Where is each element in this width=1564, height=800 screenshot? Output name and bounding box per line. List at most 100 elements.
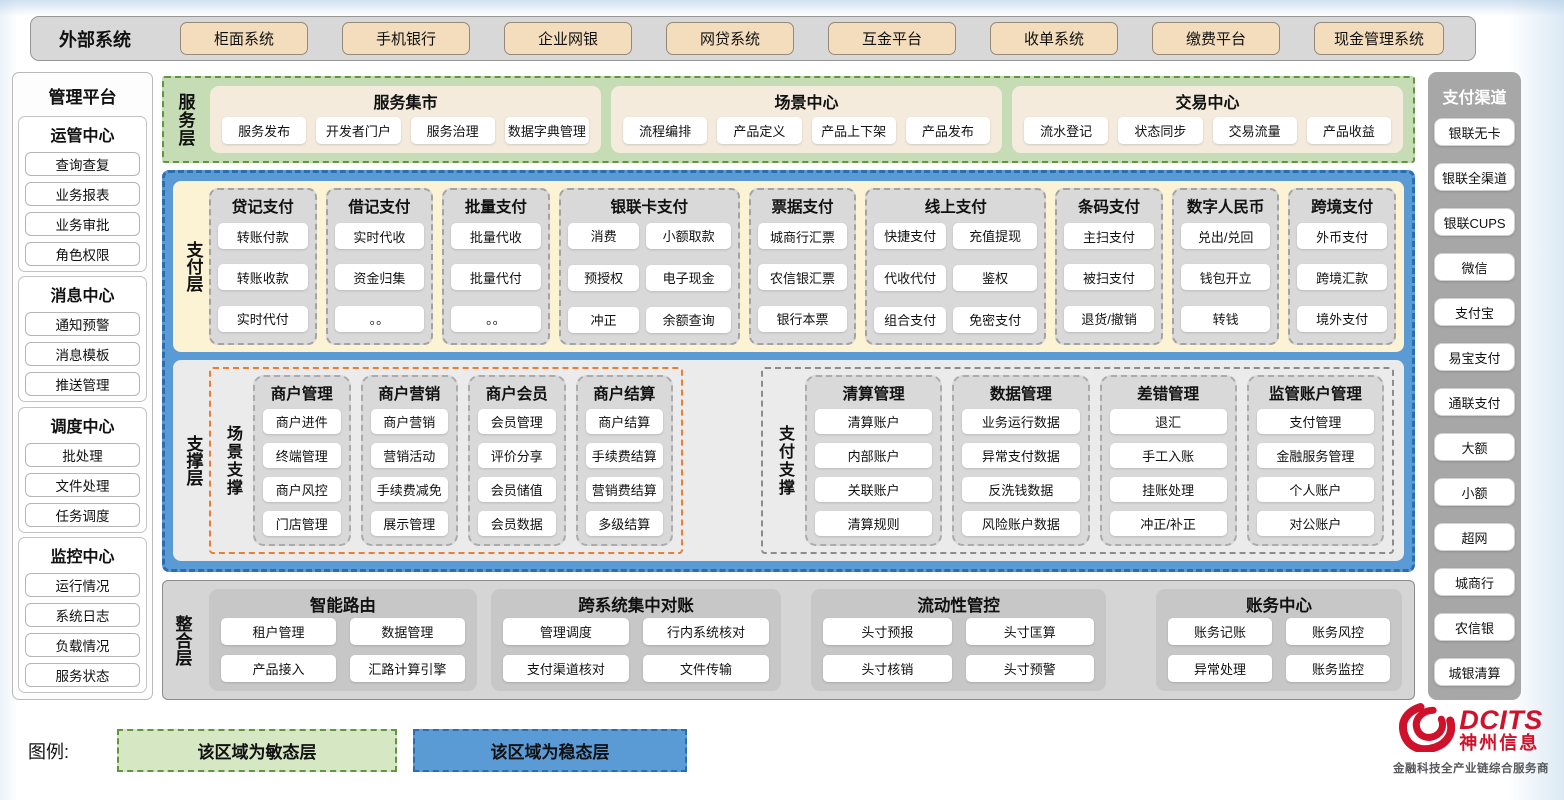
- payment-item-button[interactable]: 电子现金: [646, 264, 731, 291]
- service-item-button[interactable]: 状态同步: [1118, 116, 1203, 144]
- channel-button[interactable]: 农信银: [1434, 613, 1515, 641]
- support-item-button[interactable]: 个人账户: [1256, 476, 1374, 502]
- channel-button[interactable]: 银联CUPS: [1434, 208, 1515, 236]
- channel-button[interactable]: 微信: [1434, 253, 1515, 281]
- service-item-button[interactable]: 交易流量: [1212, 116, 1297, 144]
- support-item-button[interactable]: 反洗钱数据: [962, 476, 1080, 502]
- support-item-button[interactable]: 内部账户: [815, 442, 933, 468]
- sidebar-item-button[interactable]: 推送管理: [25, 372, 140, 397]
- integration-item-button[interactable]: 账务记账: [1168, 618, 1272, 645]
- payment-item-button[interactable]: 转账收款: [218, 264, 308, 291]
- support-item-button[interactable]: 业务运行数据: [962, 408, 1080, 434]
- sidebar-item-button[interactable]: 查询查复: [25, 152, 140, 176]
- sidebar-item-button[interactable]: 系统日志: [25, 602, 140, 627]
- service-item-button[interactable]: 流水登记: [1024, 116, 1109, 144]
- payment-item-button[interactable]: 主扫支付: [1064, 223, 1154, 250]
- support-item-button[interactable]: 手工入账: [1109, 442, 1227, 468]
- sidebar-item-button[interactable]: 运行情况: [25, 572, 140, 597]
- sidebar-item-button[interactable]: 负载情况: [25, 632, 140, 657]
- integration-item-button[interactable]: 账务风控: [1286, 618, 1390, 645]
- integration-item-button[interactable]: 汇路计算引擎: [349, 654, 465, 682]
- support-item-button[interactable]: 多级结算: [585, 510, 663, 536]
- sidebar-item-button[interactable]: 业务报表: [25, 182, 140, 206]
- payment-item-button[interactable]: 钱包开立: [1180, 264, 1271, 291]
- payment-item-button[interactable]: 冲正: [567, 306, 640, 333]
- integration-item-button[interactable]: 头寸匡算: [965, 618, 1094, 645]
- support-item-button[interactable]: 营销活动: [370, 442, 448, 468]
- support-item-button[interactable]: 异常支付数据: [962, 442, 1080, 468]
- support-item-button[interactable]: 手续费结算: [585, 442, 663, 468]
- support-item-button[interactable]: 终端管理: [263, 442, 341, 468]
- sidebar-item-button[interactable]: 服务状态: [25, 662, 140, 687]
- service-item-button[interactable]: 产品发布: [905, 116, 990, 144]
- external-system-button[interactable]: 企业网银: [504, 22, 632, 55]
- integration-item-button[interactable]: 异常处理: [1168, 654, 1272, 682]
- sidebar-item-button[interactable]: 消息模板: [25, 342, 140, 367]
- external-system-button[interactable]: 互金平台: [828, 22, 956, 55]
- payment-item-button[interactable]: 城商行汇票: [757, 223, 848, 250]
- channel-button[interactable]: 超网: [1434, 523, 1515, 551]
- integration-item-button[interactable]: 支付渠道核对: [502, 654, 629, 682]
- payment-item-button[interactable]: 。。: [451, 305, 541, 332]
- payment-item-button[interactable]: 消费: [567, 222, 640, 249]
- integration-item-button[interactable]: 文件传输: [642, 654, 770, 682]
- integration-item-button[interactable]: 头寸预警: [965, 654, 1094, 682]
- payment-item-button[interactable]: 批量代付: [451, 264, 541, 291]
- payment-item-button[interactable]: 实时代收: [334, 223, 425, 250]
- payment-item-button[interactable]: 兑出/兑回: [1180, 223, 1271, 250]
- payment-item-button[interactable]: 余额查询: [646, 306, 731, 333]
- payment-item-button[interactable]: 跨境汇款: [1297, 264, 1387, 291]
- payment-item-button[interactable]: 农信银汇票: [757, 264, 848, 291]
- support-item-button[interactable]: 商户营销: [370, 408, 448, 434]
- payment-item-button[interactable]: 充值提现: [953, 222, 1038, 249]
- channel-button[interactable]: 小额: [1434, 478, 1515, 506]
- sidebar-item-button[interactable]: 业务审批: [25, 212, 140, 236]
- payment-item-button[interactable]: 资金归集: [334, 264, 425, 291]
- payment-item-button[interactable]: 批量代收: [451, 223, 541, 250]
- service-item-button[interactable]: 产品定义: [717, 116, 802, 144]
- payment-item-button[interactable]: 快捷支付: [874, 222, 947, 249]
- support-item-button[interactable]: 商户进件: [263, 408, 341, 434]
- service-item-button[interactable]: 流程编排: [623, 116, 708, 144]
- support-item-button[interactable]: 退汇: [1109, 408, 1227, 434]
- payment-item-button[interactable]: 代收代付: [874, 264, 947, 291]
- support-item-button[interactable]: 清算规则: [815, 510, 933, 536]
- integration-item-button[interactable]: 数据管理: [349, 618, 465, 645]
- support-item-button[interactable]: 营销费结算: [585, 476, 663, 502]
- channel-button[interactable]: 支付宝: [1434, 298, 1515, 326]
- support-item-button[interactable]: 会员管理: [478, 408, 556, 434]
- service-item-button[interactable]: 服务治理: [410, 116, 495, 144]
- support-item-button[interactable]: 门店管理: [263, 510, 341, 536]
- channel-button[interactable]: 银联全渠道: [1434, 163, 1515, 191]
- support-item-button[interactable]: 会员数据: [478, 510, 556, 536]
- support-item-button[interactable]: 评价分享: [478, 442, 556, 468]
- external-system-button[interactable]: 网贷系统: [666, 22, 794, 55]
- integration-item-button[interactable]: 账务监控: [1286, 654, 1390, 682]
- service-item-button[interactable]: 开发者门户: [316, 116, 401, 144]
- service-item-button[interactable]: 数据字典管理: [504, 116, 589, 144]
- channel-button[interactable]: 易宝支付: [1434, 343, 1515, 371]
- sidebar-item-button[interactable]: 角色权限: [25, 242, 140, 266]
- sidebar-item-button[interactable]: 批处理: [25, 442, 140, 467]
- payment-item-button[interactable]: 免密支付: [953, 306, 1038, 333]
- payment-item-button[interactable]: 鉴权: [953, 264, 1038, 291]
- payment-item-button[interactable]: 境外支付: [1297, 305, 1387, 332]
- channel-button[interactable]: 大额: [1434, 433, 1515, 461]
- integration-item-button[interactable]: 产品接入: [221, 654, 336, 682]
- payment-item-button[interactable]: 退货/撤销: [1064, 305, 1154, 332]
- payment-item-button[interactable]: 预授权: [567, 264, 640, 291]
- support-item-button[interactable]: 对公账户: [1256, 510, 1374, 536]
- support-item-button[interactable]: 商户风控: [263, 476, 341, 502]
- support-item-button[interactable]: 挂账处理: [1109, 476, 1227, 502]
- support-item-button[interactable]: 展示管理: [370, 510, 448, 536]
- support-item-button[interactable]: 支付管理: [1256, 408, 1374, 434]
- payment-item-button[interactable]: 。。: [334, 305, 425, 332]
- external-system-button[interactable]: 收单系统: [990, 22, 1118, 55]
- external-system-button[interactable]: 现金管理系统: [1314, 22, 1444, 55]
- payment-item-button[interactable]: 外币支付: [1297, 223, 1387, 250]
- channel-button[interactable]: 通联支付: [1434, 388, 1515, 416]
- payment-item-button[interactable]: 小额取款: [646, 222, 731, 249]
- sidebar-item-button[interactable]: 文件处理: [25, 472, 140, 497]
- payment-item-button[interactable]: 转账付款: [218, 223, 308, 250]
- support-item-button[interactable]: 商户结算: [585, 408, 663, 434]
